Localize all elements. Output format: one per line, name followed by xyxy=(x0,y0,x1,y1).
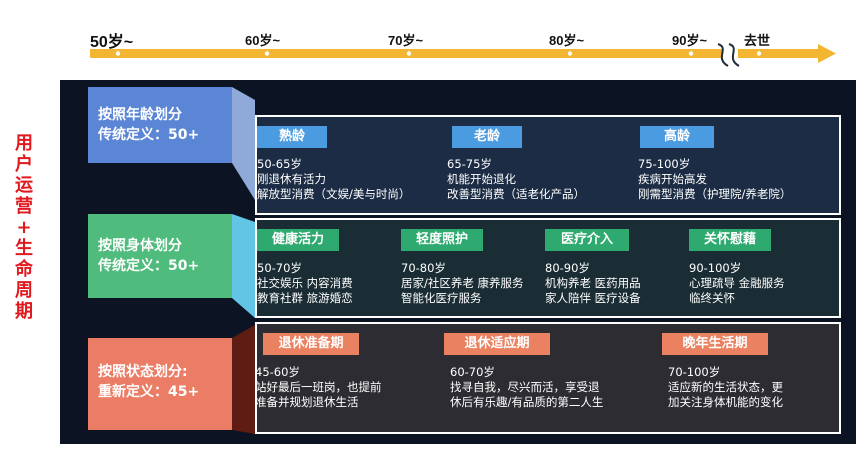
timeline-arrow xyxy=(90,43,836,67)
break-mark-icon xyxy=(717,43,729,67)
tag-retire-adapt: 退休适应期 xyxy=(444,333,550,355)
desc-medical: 80-90岁 机构养老 医药用品 家人陪伴 医疗设备 xyxy=(545,261,641,305)
age-timeline: 50岁~ 60岁~ 70岁~ 80岁~ 90岁~ 去世 xyxy=(0,0,866,70)
tick-70: 70岁~ xyxy=(388,33,424,48)
tag-gaoling: 高龄 xyxy=(640,126,714,148)
desc-comfort: 90-100岁 心理疏导 金融服务 临终关怀 xyxy=(689,261,785,305)
tick-death: 去世 xyxy=(744,33,771,48)
tag-late-life: 晚年生活期 xyxy=(662,333,768,355)
tick-60: 60岁~ xyxy=(245,33,281,48)
label-state: 按照状态划分: 重新定义：45+ xyxy=(88,338,232,430)
tag-comfort: 关怀慰藉 xyxy=(689,229,771,251)
desc-retire-prep: 45-60岁 站好最后一班岗，也提前 准备并规划退休生活 xyxy=(255,365,382,409)
tag-medical: 医疗介入 xyxy=(545,229,629,251)
band-age xyxy=(255,115,841,215)
label-body: 按照身体划分 传统定义：50+ xyxy=(88,214,232,298)
desc-laoling: 65-75岁 机能开始退化 改善型消费（适老化产品） xyxy=(447,157,585,201)
tick-50: 50岁~ xyxy=(90,34,134,51)
tag-laoling: 老龄 xyxy=(452,126,522,148)
desc-light-care: 70-80岁 居家/社区养老 康养服务 智能化医疗服务 xyxy=(401,261,524,305)
tag-healthy: 健康活力 xyxy=(257,229,339,251)
tag-light-care: 轻度照护 xyxy=(401,229,483,251)
side-title: 用 户 运 营 + 生 命 周 期 xyxy=(15,133,33,322)
tick-80: 80岁~ xyxy=(549,33,585,48)
desc-late-life: 70-100岁 适应新的生活状态，更 加关注身体机能的变化 xyxy=(668,365,783,409)
desc-gaoling: 75-100岁 疾病开始高发 刚需型消费（护理院/养老院） xyxy=(638,157,792,201)
label-age: 按照年龄划分 传统定义：50+ xyxy=(88,87,232,163)
desc-shuling: 50-65岁 刚退休有活力 解放型消费（文娱/美与时尚） xyxy=(257,157,411,201)
desc-healthy: 50-70岁 社交娱乐 内容消费 教育社群 旅游婚恋 xyxy=(257,261,353,305)
tag-shuling: 熟龄 xyxy=(257,126,327,148)
tick-90: 90岁~ xyxy=(672,33,708,48)
tag-retire-prep: 退休准备期 xyxy=(263,333,359,355)
desc-retire-adapt: 60-70岁 找寻自我，尽兴而活，享受退 休后有乐趣/有品质的第二人生 xyxy=(450,365,604,409)
